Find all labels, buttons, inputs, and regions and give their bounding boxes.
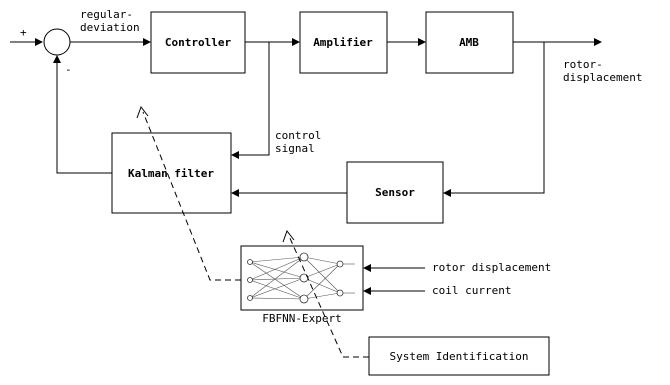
neural-network-diagram	[247, 252, 355, 304]
kalman-control-arrowhead	[231, 151, 239, 159]
amb-input-arrowhead	[418, 38, 426, 46]
fbfnn-tuning-dashed-line	[288, 235, 369, 358]
kalman-filter-label: Kalman filter	[128, 167, 214, 180]
kalman-tuning-dashed-line	[142, 111, 241, 281]
amplifier-label: Amplifier	[313, 36, 373, 49]
system-identification-block: System Identification	[368, 336, 550, 376]
fbfnn-expert-label: FBFNN-Expert	[262, 312, 341, 325]
control-signal-label-line2: signal	[275, 142, 315, 155]
fbfnn-expert-block	[240, 245, 364, 311]
control-signal-label-line1: control	[275, 129, 321, 142]
kalman-tuning-arrowhead	[136, 105, 149, 119]
summing-junction	[43, 28, 71, 56]
kalman-filter-block: Kalman filter	[111, 132, 232, 214]
control-signal-line	[238, 42, 270, 156]
feedback-to-sensor-line	[450, 42, 545, 194]
kalman-sensor-arrowhead	[231, 189, 239, 197]
rotor-displacement-out-label-line1: rotor-	[563, 58, 603, 71]
output-arrowhead	[594, 38, 602, 46]
amplifier-input-arrowhead	[292, 38, 300, 46]
input-arrowhead	[35, 38, 43, 46]
sensor-label: Sensor	[375, 186, 415, 199]
rotor-displacement-out-label-line2: displacement	[563, 71, 642, 84]
regular-deviation-label-line1: regular-	[80, 8, 133, 21]
system-identification-label: System Identification	[389, 350, 528, 363]
regular-deviation-label-line2: deviation	[80, 21, 140, 34]
amb-label: AMB	[459, 36, 479, 49]
minus-sign: -	[65, 63, 72, 76]
controller-block: Controller	[150, 11, 246, 74]
junction-feedback-arrowhead	[53, 55, 61, 63]
rotor-displacement-in-label: rotor displacement	[432, 261, 551, 274]
fbfnn-tuning-arrowhead	[282, 229, 295, 243]
controller-input-arrowhead	[143, 38, 151, 46]
fbfnn-coil-arrowhead	[363, 287, 371, 295]
amplifier-block: Amplifier	[299, 11, 388, 74]
fbfnn-rotor-arrowhead	[363, 264, 371, 272]
amb-block: AMB	[425, 11, 514, 74]
plus-sign: +	[20, 26, 27, 39]
coil-current-label: coil current	[432, 284, 511, 297]
sensor-input-arrowhead	[443, 189, 451, 197]
sensor-block: Sensor	[346, 161, 444, 224]
kalman-feedback-line	[56, 62, 112, 174]
controller-label: Controller	[165, 36, 232, 49]
